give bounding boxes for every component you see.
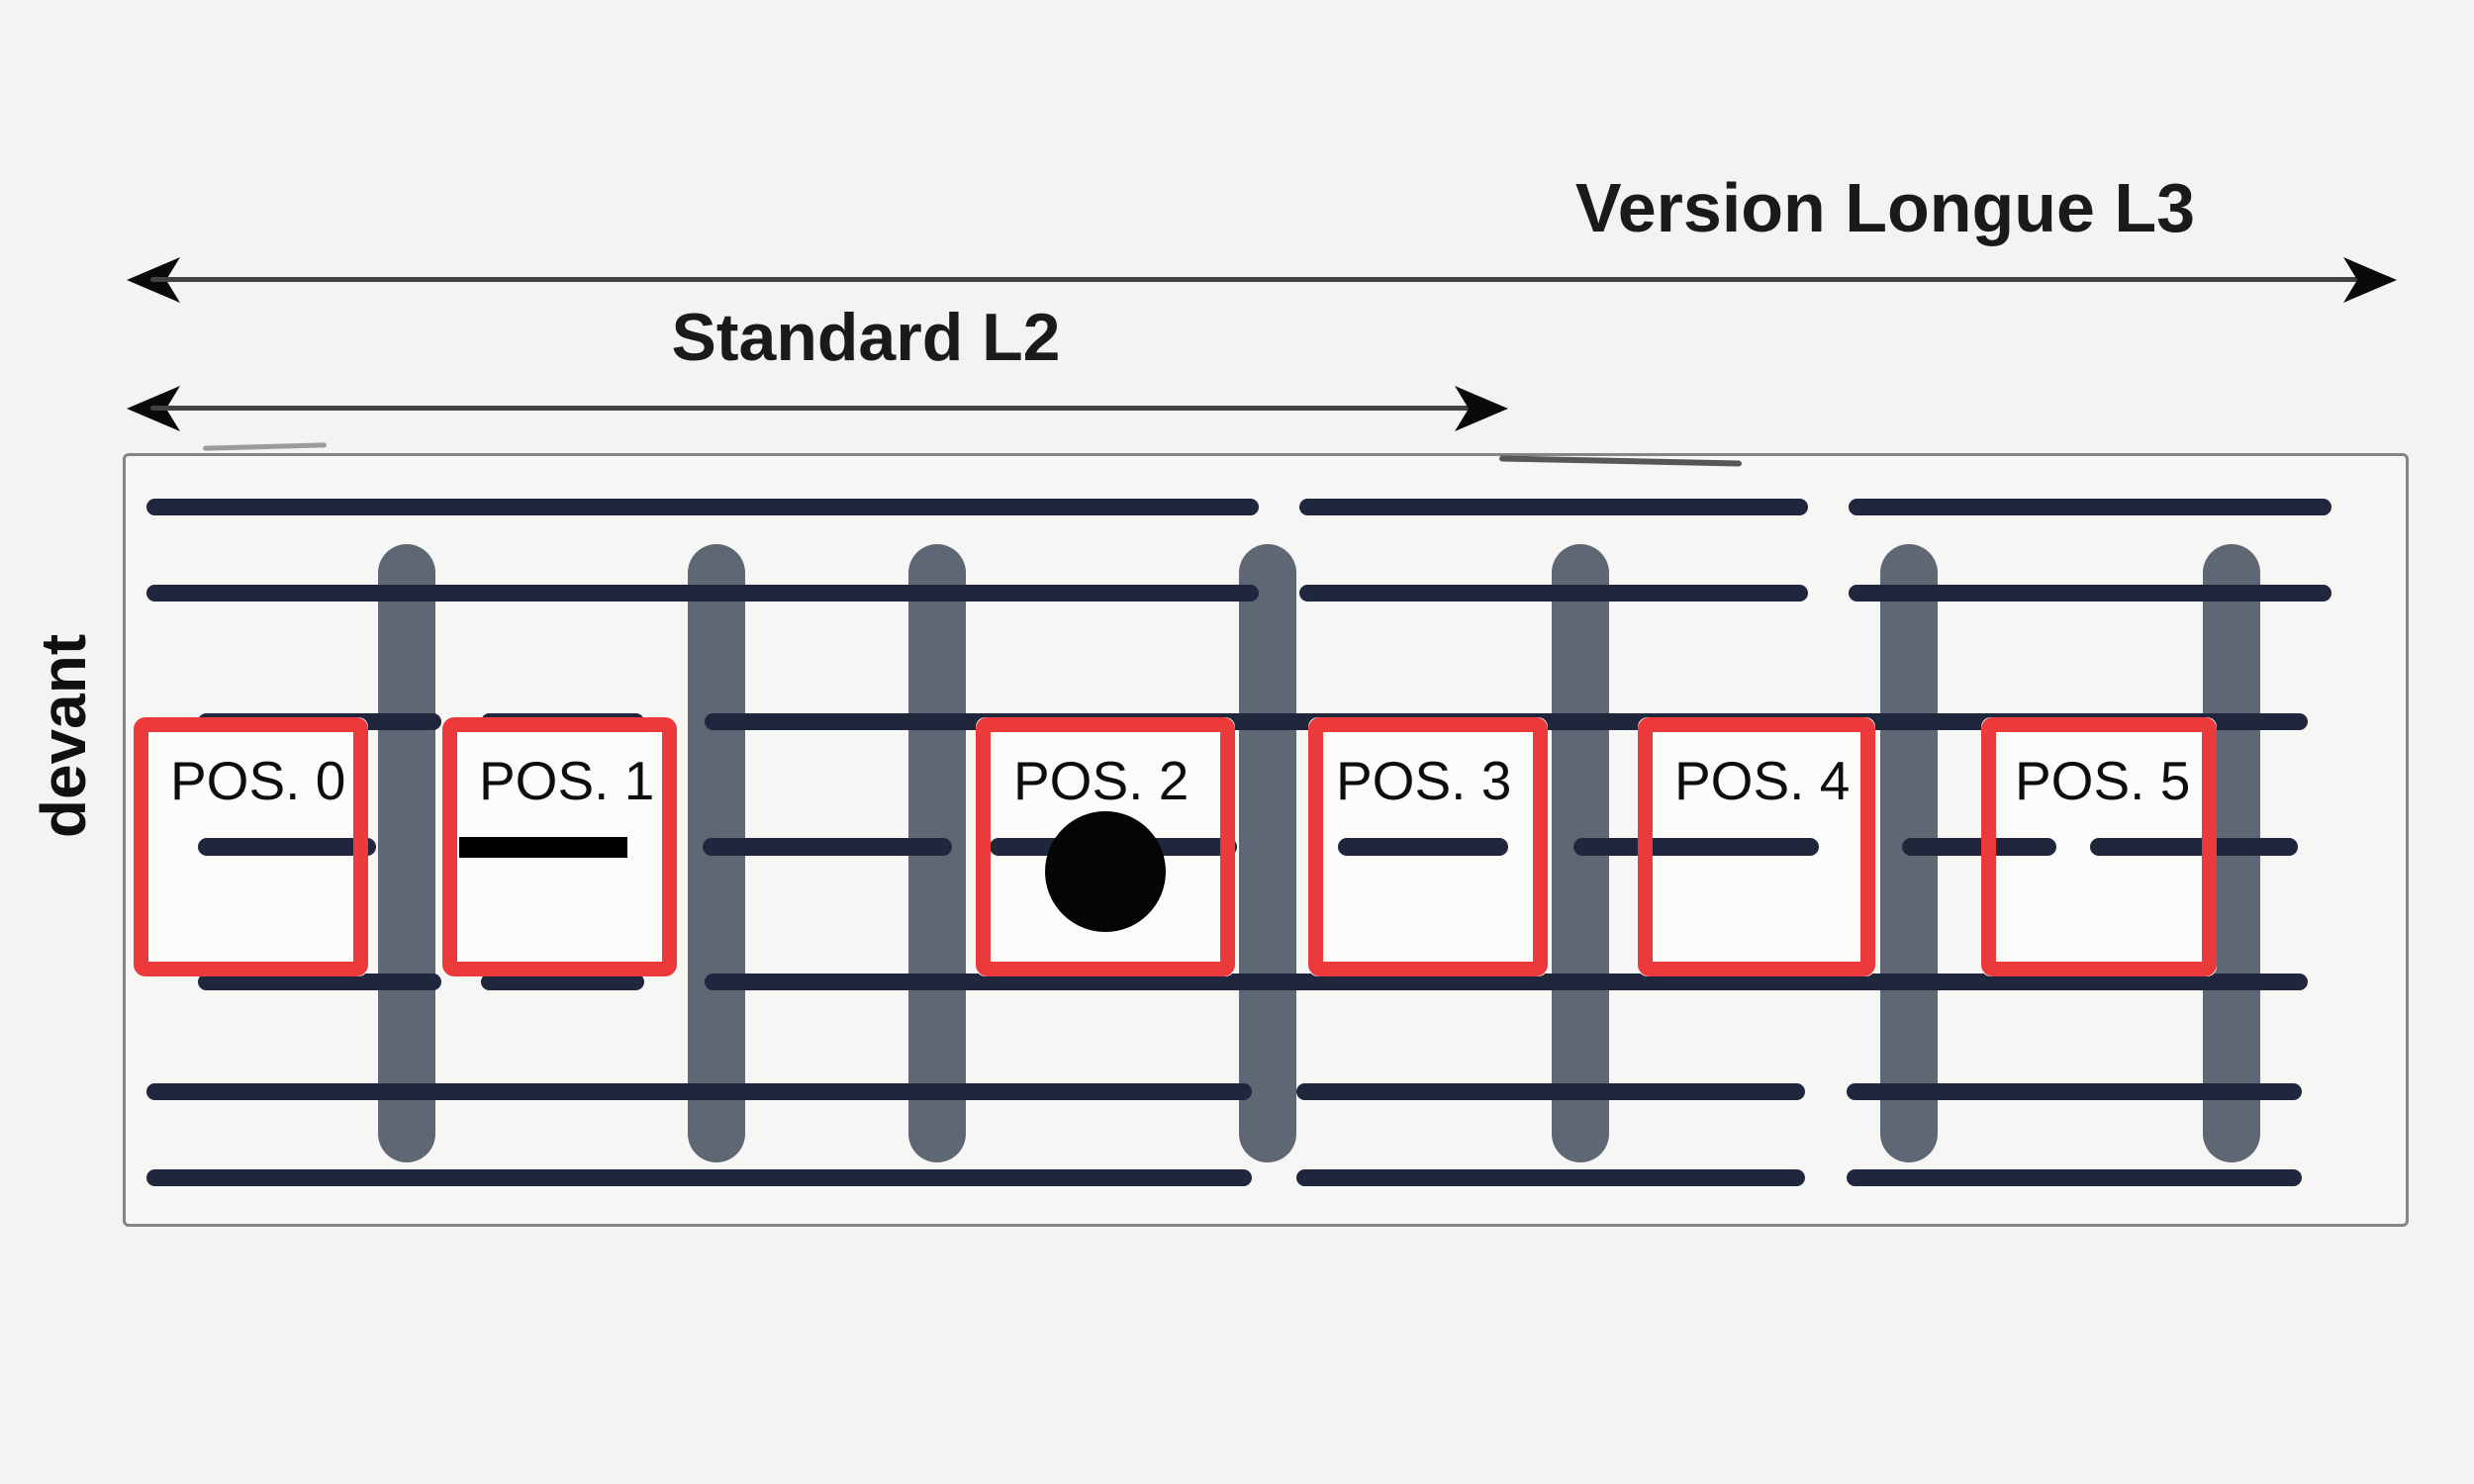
rail-segment (146, 1169, 1252, 1186)
rail-segment (146, 499, 1259, 515)
position-box-4-border (1638, 717, 1875, 976)
position-box-3-border (1308, 717, 1548, 976)
rail-segment (1296, 1083, 1805, 1100)
rail-dash (1573, 838, 1819, 856)
rail-segment (146, 585, 1259, 602)
position-box-5-label: POS. 5 (2015, 750, 2191, 811)
position-box-3-label: POS. 3 (1336, 750, 1512, 811)
position-box-2-label: POS. 2 (1013, 750, 1189, 811)
standard-title: Standard L2 (671, 300, 1061, 375)
rail-segment (1299, 499, 1808, 515)
rail-segment (1296, 1169, 1805, 1186)
position-box-2-border (976, 717, 1235, 976)
rail-segment (481, 974, 644, 990)
position-box-0-label: POS. 0 (170, 750, 346, 811)
position-box-0-border (134, 717, 368, 976)
rail-dash (2090, 838, 2298, 856)
rail-segment (1847, 1083, 2302, 1100)
rail-segment (1849, 585, 2331, 602)
arrow-shaft (150, 406, 1480, 411)
rail-dash (703, 838, 952, 856)
arrow-shaft (150, 277, 2369, 282)
rail-segment (146, 1083, 1252, 1100)
upright-bar (1239, 544, 1296, 1162)
upright-bar (378, 544, 435, 1162)
rail-dash (1338, 838, 1508, 856)
rail-segment (198, 974, 441, 990)
standard-dimension-arrow (127, 386, 1508, 431)
sketch-stroke (202, 442, 328, 451)
rail-dash (1902, 838, 2056, 856)
long-version-dimension-arrow (127, 257, 2397, 303)
rail-segment (1299, 585, 1808, 602)
position-box-1-label: POS. 1 (479, 750, 655, 811)
long-version-title: Version Longue L3 (1574, 169, 2196, 246)
rail-segment (1849, 499, 2331, 515)
rail-segment (705, 974, 2308, 990)
position-box-4-label: POS. 4 (1674, 750, 1851, 811)
position-1-underline-marker (459, 837, 627, 858)
position-box-5-border (1981, 717, 2217, 976)
rail-segment (1847, 1169, 2302, 1186)
position-box-1-border (442, 717, 677, 976)
rail-dash (198, 838, 376, 856)
position-2-dot-marker (1045, 811, 1166, 932)
front-side-label: devant (28, 633, 99, 839)
